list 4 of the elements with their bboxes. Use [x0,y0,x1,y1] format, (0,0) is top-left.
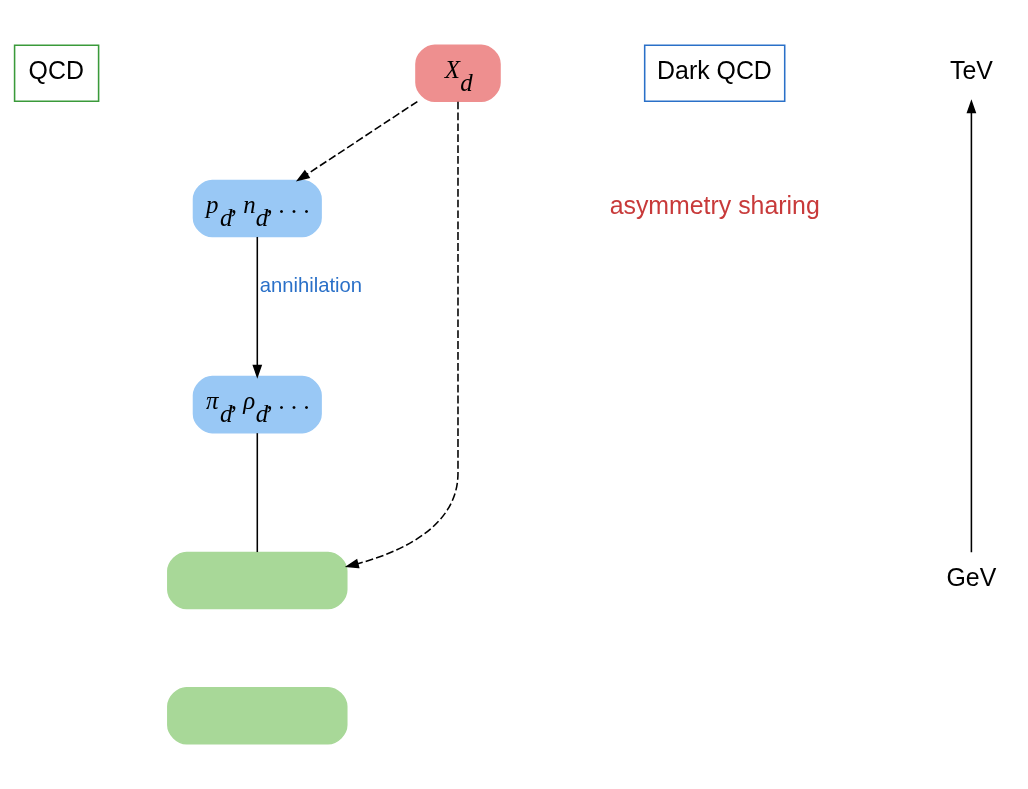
label: TeV [949,56,993,85]
edge-label: annihilation [259,273,363,296]
label: GeV [946,563,997,592]
label: asymmetry sharing [609,191,820,220]
